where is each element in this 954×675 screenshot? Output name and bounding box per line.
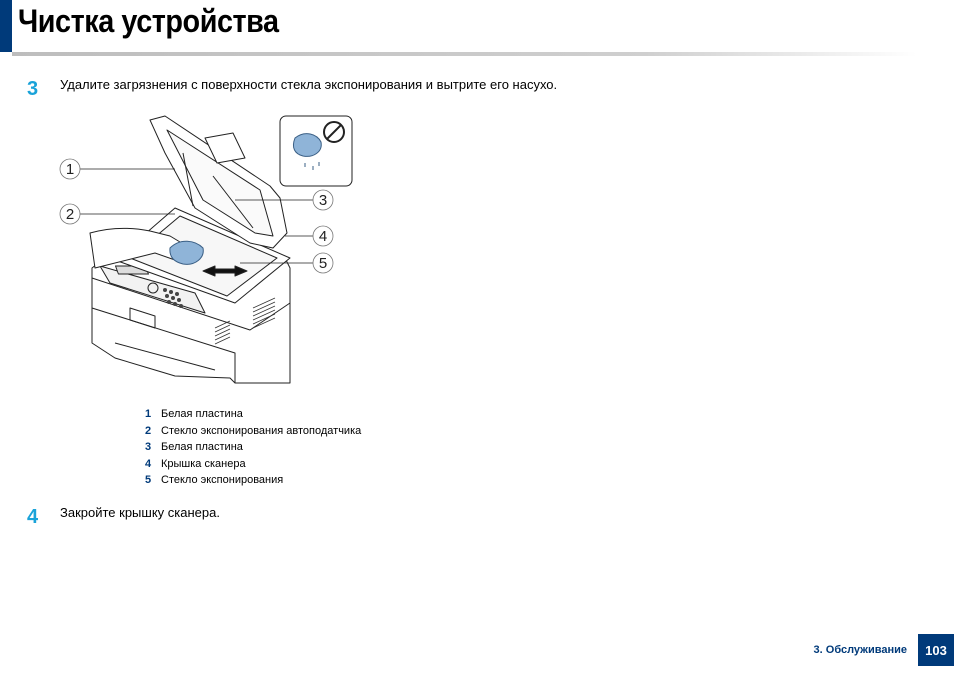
callout-4: 4: [319, 228, 327, 245]
legend-number: 2: [145, 424, 152, 437]
step-3-text: Удалите загрязнения с поверхности стекла…: [60, 77, 558, 92]
legend-item: 2 Стекло экспонирования автоподатчика: [145, 423, 361, 440]
title-accent-bar: [0, 0, 12, 52]
callout-3: 3: [319, 192, 327, 209]
step-3-number: 3: [27, 78, 39, 100]
legend-item: 4 Крышка сканера: [145, 456, 361, 473]
footer-section-title: 3. Обслуживание: [813, 644, 907, 656]
legend-number: 5: [145, 474, 152, 487]
legend-label: Стекло экспонирования автоподатчика: [161, 424, 362, 437]
callout-5: 5: [319, 255, 327, 272]
step-4-text: Закройте крышку сканера.: [60, 505, 220, 520]
legend-label: Стекло экспонирования: [161, 474, 284, 487]
scanner-illustration: 1 2 3 4 5: [59, 115, 353, 384]
legend-number: 3: [145, 441, 152, 454]
legend-item: 1 Белая пластина: [145, 406, 361, 423]
page-number: 103: [918, 634, 954, 666]
legend-number: 4: [145, 457, 152, 470]
legend-label: Белая пластина: [161, 441, 243, 454]
title-divider: [12, 52, 917, 56]
callout-2: 2: [66, 206, 74, 223]
step-4-number: 4: [27, 506, 39, 528]
legend-number: 1: [145, 408, 152, 420]
legend-item: 5 Стекло экспонирования: [145, 472, 361, 489]
legend-item: 3 Белая пластина: [145, 439, 361, 456]
legend-label: Белая пластина: [161, 408, 243, 420]
legend-label: Крышка сканера: [161, 457, 246, 470]
page-title: Чистка устройства: [18, 3, 279, 39]
callout-1: 1: [66, 161, 74, 178]
